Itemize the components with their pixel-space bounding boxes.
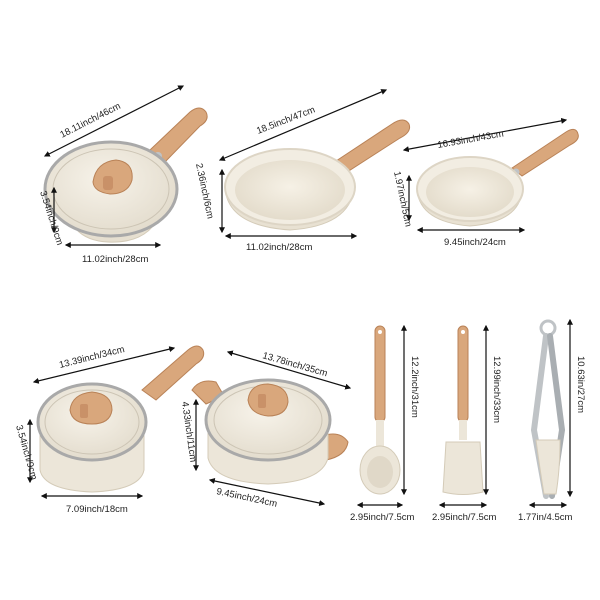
spatula-width-label: 2.95inch/7.5cm <box>432 512 497 523</box>
spatula <box>442 325 484 495</box>
tongs <box>530 319 566 499</box>
ladle <box>359 325 401 495</box>
fry24-height-label: 1.97inch/5cm <box>391 170 414 228</box>
saucepan-diameter-label: 7.09inch/18cm <box>66 504 128 515</box>
pot-diameter-label: 9.45inch/24cm <box>215 486 278 510</box>
ladle-length-label: 12.2inch/31cm <box>409 356 420 418</box>
spatula-length-label: 12.99inch/33cm <box>491 356 502 423</box>
fry24-diameter-label: 9.45inch/24cm <box>444 237 506 248</box>
stock-pot-24cm-with-lid <box>191 378 349 485</box>
fry28-length-label: 18.11inch/46cm <box>58 101 122 141</box>
ladle-width-label: 2.95inch/7.5cm <box>350 512 415 523</box>
saucepan-length-label: 13.39inch/34cm <box>58 344 126 371</box>
tongs-length-label: 10.63in/27cm <box>575 356 586 413</box>
fry28b-diameter-label: 11.02inch/28cm <box>246 242 312 253</box>
frying-pan-28cm-with-lid <box>43 107 208 243</box>
saucepan-height-label: 3.54inch/9cm <box>13 424 39 481</box>
fry28-diameter-label: 11.02inch/28cm <box>82 254 148 265</box>
fry24-length-label: 16.93inch/43cm <box>437 128 505 150</box>
fry28b-height-label: 2.36inch/6cm <box>193 162 216 220</box>
frying-pan-28cm <box>224 119 411 231</box>
tongs-width-label: 1.77in/4.5cm <box>518 512 572 523</box>
